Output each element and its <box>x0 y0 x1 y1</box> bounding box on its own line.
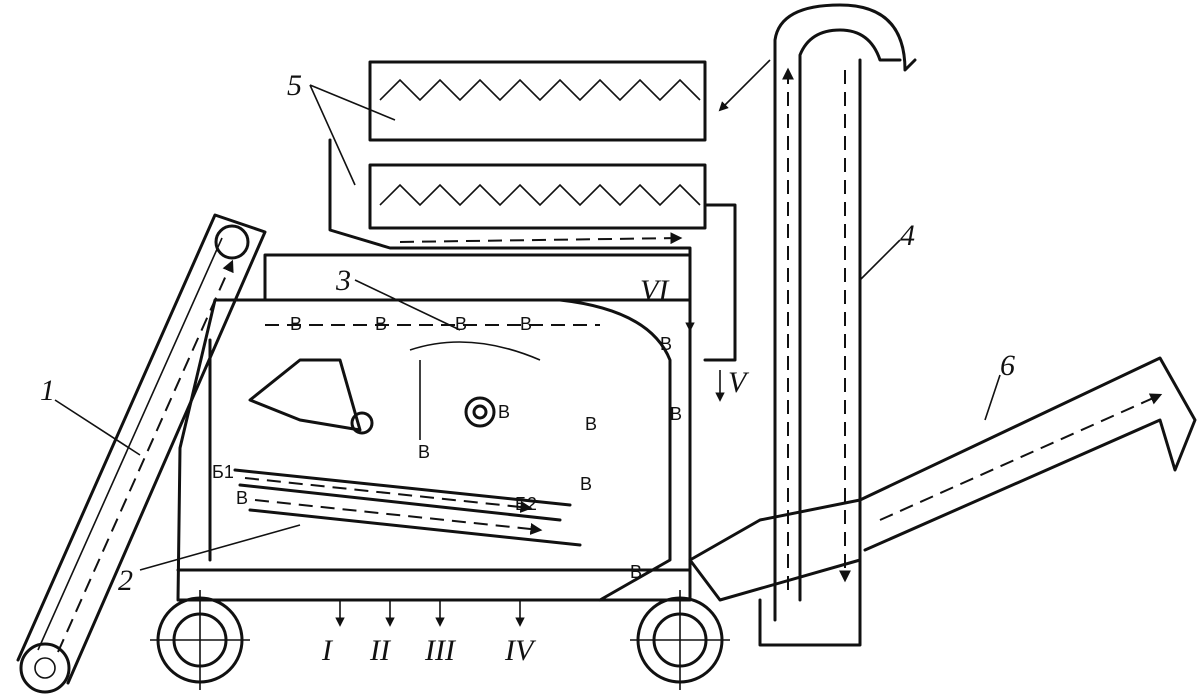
label-1: 1 <box>40 374 55 407</box>
label-6: 6 <box>1000 349 1015 382</box>
air-mark: В <box>660 334 672 354</box>
air-mark: В <box>585 414 597 434</box>
bucket-elevator <box>718 3 917 647</box>
label-b1: Б1 <box>212 462 234 482</box>
machine-body <box>176 253 692 602</box>
air-channel-fan <box>248 341 541 440</box>
sieves <box>233 468 582 547</box>
air-mark: В <box>455 314 467 334</box>
air-mark: В <box>630 562 642 582</box>
discharge-conveyor <box>688 356 1197 602</box>
callouts <box>54 84 1001 571</box>
outlet-II: II <box>369 634 392 667</box>
outlet-VI: VI <box>640 274 670 307</box>
air-mark: В <box>418 442 430 462</box>
wheels <box>150 590 730 690</box>
outlet-III: III <box>424 634 457 667</box>
outlet-IV: IV <box>504 634 537 667</box>
air-mark: В <box>375 314 387 334</box>
label-3: 3 <box>335 264 351 297</box>
upper-augers <box>328 60 707 292</box>
label-5: 5 <box>287 69 302 102</box>
label-b2: Б2 <box>515 494 537 514</box>
air-mark: В <box>290 314 302 334</box>
air-mark: В <box>580 474 592 494</box>
outlet-arrows <box>335 203 737 627</box>
label-4: 4 <box>900 219 915 252</box>
air-mark: В <box>498 402 510 422</box>
air-mark: В <box>670 404 682 424</box>
label-2: 2 <box>118 564 133 597</box>
outlet-I: I <box>321 634 334 667</box>
air-mark: В <box>236 488 248 508</box>
loading-conveyor <box>16 213 267 694</box>
outlet-V: V <box>728 366 750 399</box>
air-mark: В <box>520 314 532 334</box>
